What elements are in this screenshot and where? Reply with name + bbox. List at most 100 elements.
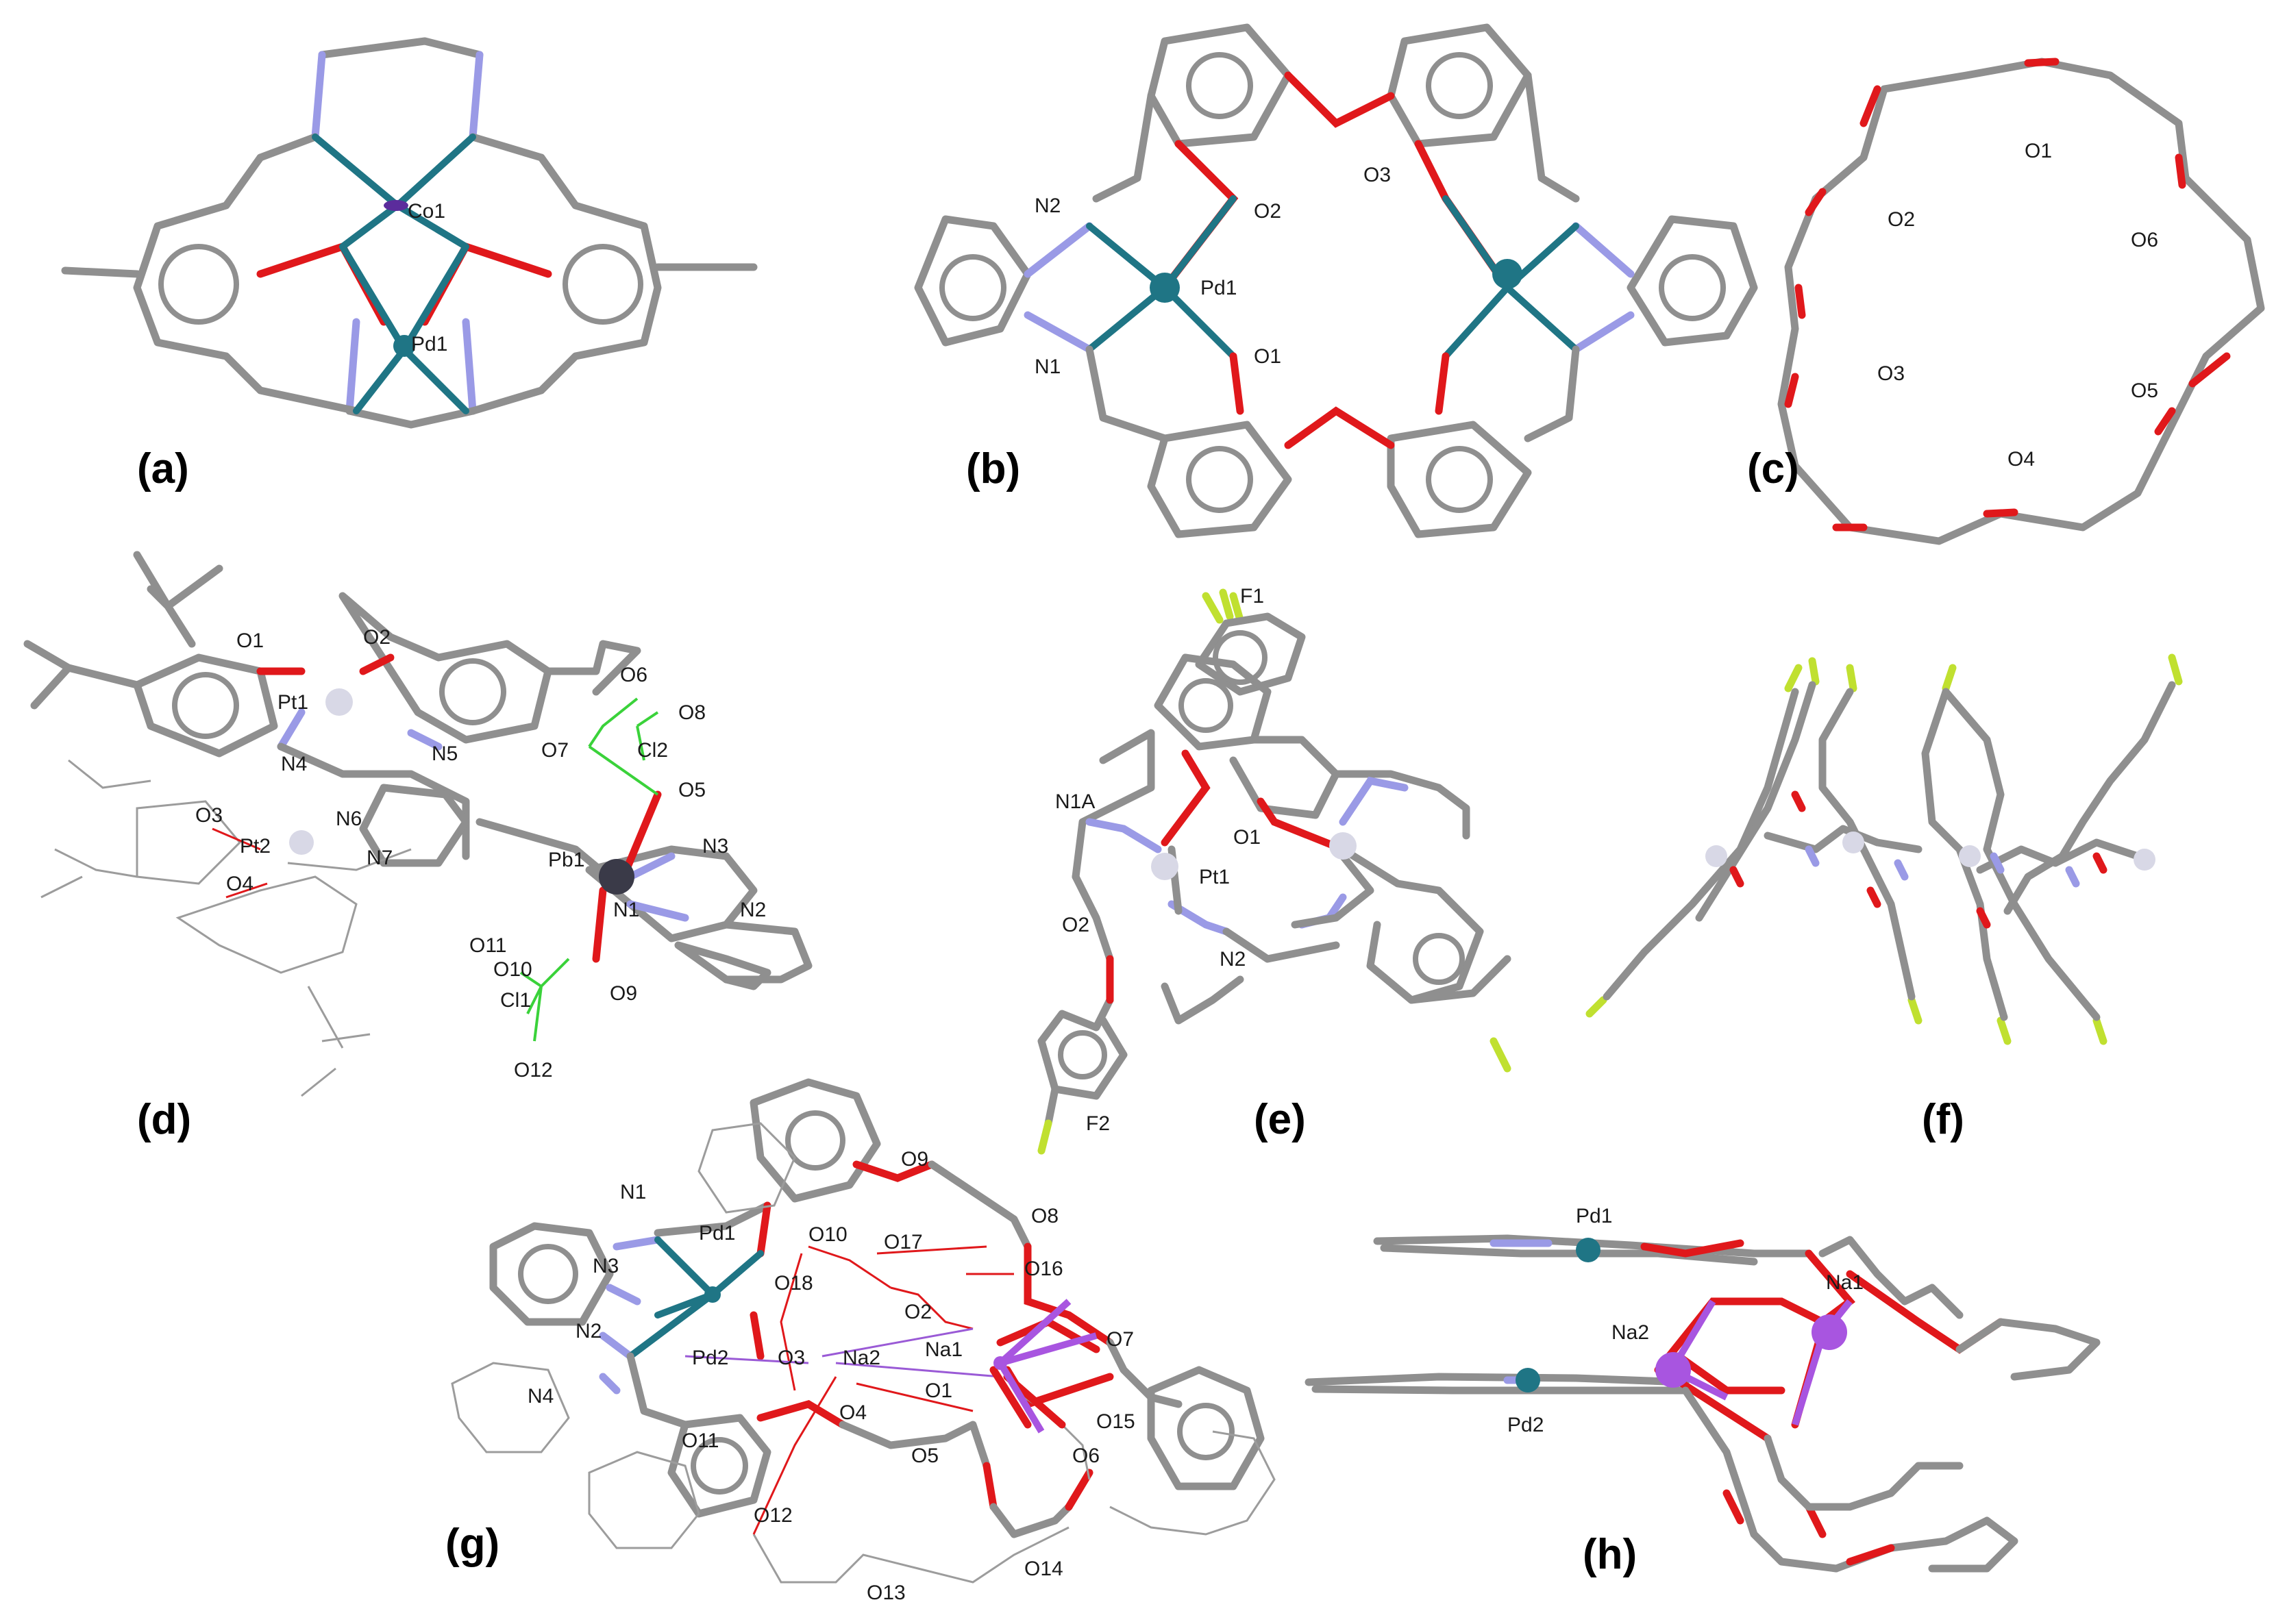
pd-atom	[1576, 1238, 1600, 1262]
atom-label: O11	[469, 934, 506, 957]
panel-g: O9 N1 O8 Pd1 O10 O17 O16 N3 O18 O2 Na1 O…	[445, 1078, 1276, 1604]
panel-c-structure	[1777, 58, 2265, 545]
atom-label: O10	[808, 1223, 848, 1246]
atom-label: Pt1	[1199, 866, 1230, 888]
atom-label: O6	[2131, 229, 2158, 251]
atom-label: O5	[678, 779, 706, 801]
pd-atom	[1150, 273, 1180, 303]
panel-letter: (c)	[1747, 445, 1799, 492]
panel-b-structure	[914, 23, 1758, 538]
atom-label: Pd2	[692, 1347, 728, 1369]
atom-label: O2	[1254, 200, 1281, 223]
atom-label: O2	[904, 1301, 932, 1323]
atom-label: N3	[702, 835, 728, 858]
atom-label: O13	[867, 1582, 906, 1604]
atom-label: O7	[1107, 1328, 1134, 1351]
atom-label: Cl1	[500, 989, 531, 1012]
atom-label: Pb1	[548, 849, 584, 871]
pd-atom	[393, 335, 415, 357]
atom-label: N7	[367, 847, 393, 869]
atom-label: N4	[528, 1385, 554, 1408]
atom-label: O15	[1096, 1410, 1135, 1433]
pd-atom	[1492, 259, 1522, 289]
pd-atom	[1516, 1368, 1540, 1392]
na-atom	[993, 1356, 1007, 1370]
pt-atom	[1151, 853, 1178, 880]
pt-atom	[1705, 845, 1727, 867]
atom-label: N2	[576, 1320, 602, 1342]
na-atom	[1655, 1352, 1691, 1388]
panel-letter: (h)	[1583, 1531, 1637, 1578]
atom-label: N3	[593, 1255, 619, 1277]
atom-label: O5	[2131, 379, 2158, 402]
atom-label: O1	[236, 629, 264, 652]
panel-a-structure	[61, 37, 758, 429]
pt-atom	[1959, 845, 1981, 867]
panel-b: N2 O2 O3 Pd1 N1 O1 (b)	[914, 23, 1758, 538]
atom-label: O6	[1072, 1445, 1100, 1467]
atom-label: Na1	[1826, 1271, 1864, 1294]
atom-label: Pt2	[240, 835, 271, 858]
panel-f-structure	[1585, 653, 2183, 1045]
atom-label: N2	[1220, 948, 1246, 971]
atom-label: N5	[432, 742, 458, 765]
atom-label: Pd1	[1576, 1205, 1612, 1227]
atom-label: O4	[839, 1401, 867, 1424]
atom-label: O1	[1254, 345, 1281, 368]
panel-g-structure	[451, 1078, 1276, 1584]
atom-label: O11	[682, 1429, 719, 1452]
atom-label: N6	[336, 808, 362, 830]
pd-atom	[704, 1286, 721, 1303]
atom-label: Na2	[1611, 1321, 1649, 1344]
panel-letter: (b)	[966, 445, 1020, 492]
atom-label: O7	[541, 739, 569, 762]
atom-label: O3	[778, 1347, 805, 1369]
atom-label: N4	[281, 753, 307, 775]
atom-label: O2	[363, 626, 391, 649]
atom-label: O16	[1024, 1258, 1063, 1280]
pt-atom	[1842, 832, 1864, 853]
atom-label: N2	[740, 899, 766, 921]
atom-label: O3	[1363, 164, 1391, 186]
atom-label: N1	[1035, 355, 1061, 378]
atom-label: Na2	[843, 1347, 880, 1369]
atom-label: O3	[1877, 362, 1905, 385]
atom-label: O14	[1024, 1558, 1063, 1580]
atom-label: O2	[1888, 208, 1915, 231]
pt-atom	[289, 830, 314, 855]
atom-label: Na1	[925, 1338, 963, 1361]
atom-label: O2	[1062, 914, 1089, 936]
co-atom	[384, 200, 408, 211]
atom-label: O1	[1233, 826, 1261, 849]
atom-label: O18	[774, 1272, 813, 1295]
atom-label: O1	[2025, 140, 2052, 162]
panel-c: O1 O2 O6 O3 O5 O4 (c)	[1747, 58, 2265, 545]
atom-label: Cl2	[637, 739, 668, 762]
panel-d: O1 O2 O6 Pt1 O8 O7 Cl2 N4 N5 O5 O3 N6 Pt…	[23, 551, 813, 1143]
atom-label: O3	[195, 804, 223, 827]
pt-atom	[1329, 832, 1357, 860]
atom-label: O8	[678, 701, 706, 724]
atom-label: F1	[1240, 585, 1264, 608]
panel-letter: (d)	[137, 1096, 191, 1143]
panel-a: Co1 Pd1 (a)	[61, 37, 758, 492]
panel-f: (f)	[1585, 653, 2183, 1143]
atom-label: O4	[226, 873, 254, 895]
panel-letter: (a)	[137, 445, 189, 492]
atom-label: Pd1	[1200, 277, 1237, 299]
panel-e-structure	[1037, 588, 1511, 1155]
pt-atom	[2134, 849, 2155, 871]
pt-atom	[325, 688, 353, 716]
atom-label: O12	[514, 1059, 553, 1082]
atom-label: Pt1	[277, 691, 308, 714]
atom-label: O9	[901, 1148, 928, 1171]
atom-label: N1A	[1055, 790, 1095, 813]
atom-label: Pd1	[411, 333, 447, 355]
panel-e: F1 N1A O1 Pt1 O2 N2 F2 (e)	[1037, 585, 1511, 1155]
atom-label: O1	[925, 1379, 952, 1402]
atom-label: Pd1	[699, 1222, 735, 1245]
panel-letter: (e)	[1254, 1096, 1306, 1143]
atom-label: O6	[620, 664, 647, 686]
atom-label: O17	[884, 1231, 923, 1253]
